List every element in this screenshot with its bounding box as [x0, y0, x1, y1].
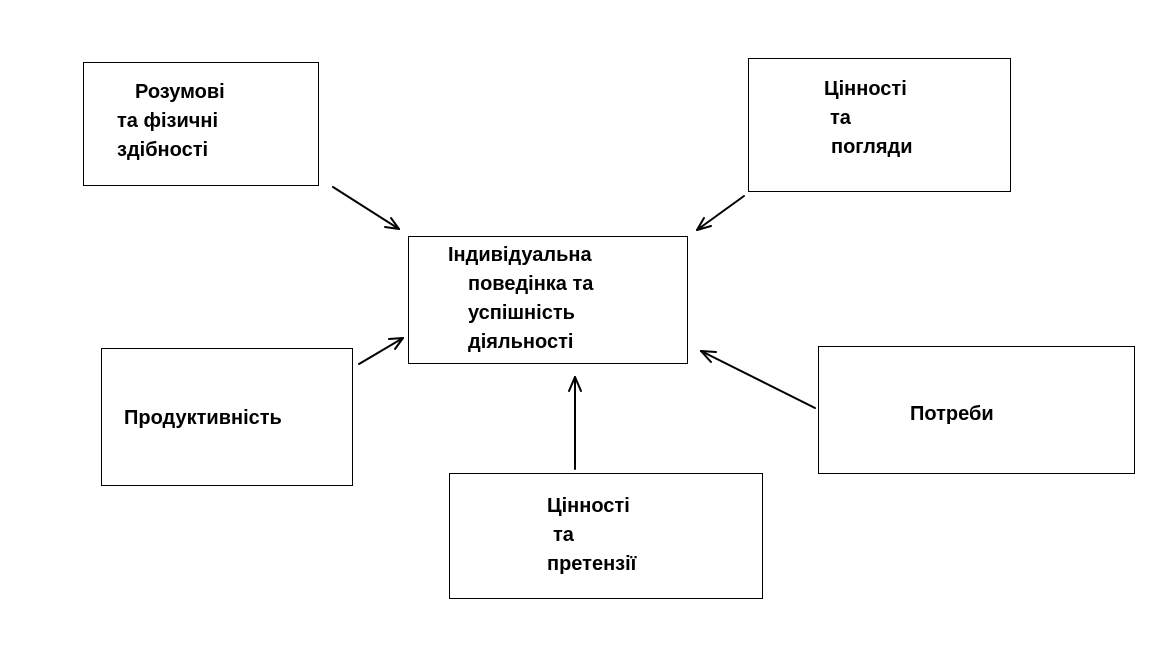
factor-box-abilities: Розумові та фізичні здібності: [83, 62, 319, 186]
values-views-line-1: Цінності: [824, 78, 907, 100]
center-line-1: Індивідуальна: [448, 244, 592, 266]
center-line-3: успішність: [468, 302, 575, 324]
factor-box-needs: Потреби: [818, 346, 1135, 474]
arrow-values-claims-to-center: [568, 376, 582, 470]
values-claims-line-3: претензії: [547, 553, 637, 575]
productivity-line-1: Продуктивність: [124, 407, 282, 429]
arrow-productivity-to-center: [358, 337, 404, 365]
values-views-line-2: та: [830, 107, 851, 129]
needs-line-1: Потреби: [910, 403, 994, 425]
arrow-needs-to-center: [700, 350, 816, 409]
center-box-individual-behavior: Індивідуальна поведінка та успішність ді…: [408, 236, 688, 364]
abilities-line-1: Розумові: [135, 81, 225, 103]
abilities-line-2: та фізичні: [117, 110, 219, 132]
center-line-2: поведінка та: [468, 273, 594, 295]
values-views-line-3: погляди: [831, 136, 913, 158]
arrow-abilities-to-center: [332, 186, 400, 230]
factor-box-values-claims: Цінності та претензії: [449, 473, 763, 599]
center-line-4: діяльності: [468, 331, 574, 353]
factor-box-values-views: Цінності та погляди: [748, 58, 1011, 192]
values-claims-line-1: Цінності: [547, 495, 630, 517]
factor-box-productivity: Продуктивність: [101, 348, 353, 486]
abilities-line-3: здібності: [117, 139, 209, 161]
arrow-values-views-to-center: [696, 195, 745, 231]
values-claims-line-2: та: [553, 524, 574, 546]
